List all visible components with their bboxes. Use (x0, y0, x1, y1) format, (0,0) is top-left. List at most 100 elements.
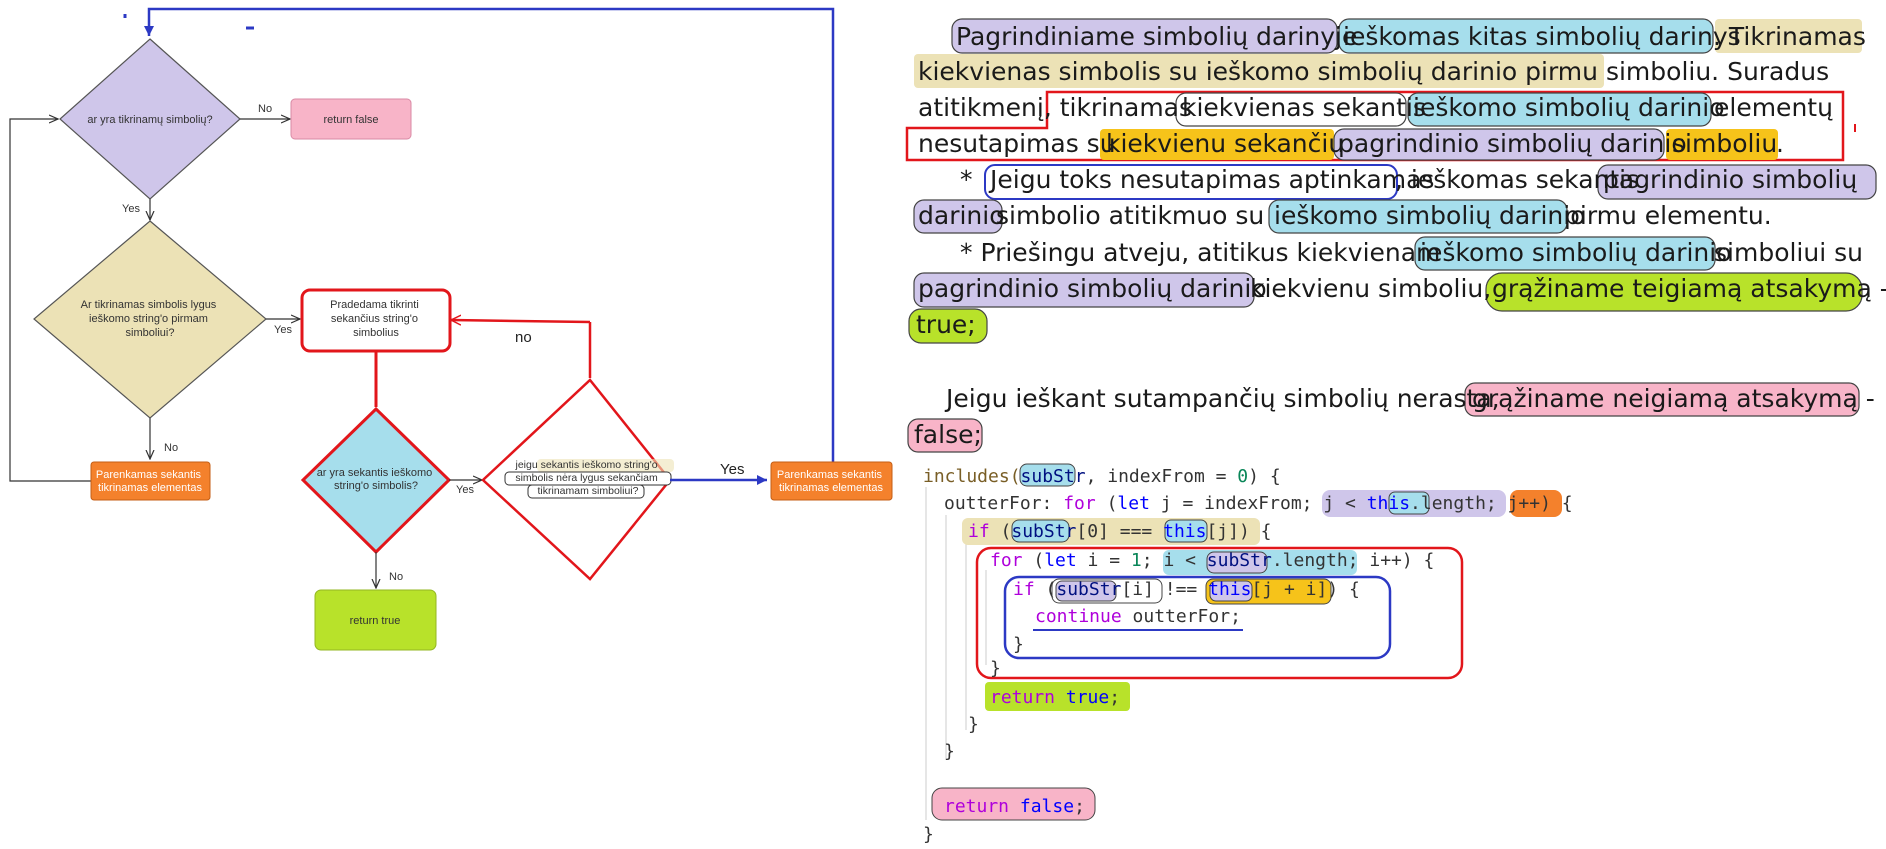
highlight-cyan (1338, 18, 1714, 54)
prose-line: ieškomo simbolių darinio (1274, 201, 1586, 230)
red-outline (975, 546, 1464, 680)
prose-line: ieškomo simbolių darinio (1413, 93, 1725, 122)
code-highlight (1011, 519, 1070, 543)
next-element-box (770, 461, 893, 501)
next-element-box (90, 461, 211, 501)
code-block: includes(subStr, indexFrom = 0) { outter… (923, 463, 1573, 845)
highlight-purple (1597, 164, 1877, 200)
highlight-cyan (1414, 236, 1716, 271)
prose-line: , ieškomas sekantis (1395, 165, 1639, 194)
highlight-gold (1666, 129, 1778, 160)
code-highlight (931, 787, 1096, 821)
prose-line: true; (916, 310, 976, 339)
prose-line: kiekvienas sekantis (1182, 93, 1426, 122)
loop-back-connector (144, 7, 835, 462)
decision-has-next-label: ar yra sekantis ieškomo string'o simboli… (317, 467, 436, 492)
code-highlight (1209, 580, 1253, 602)
code-line: outterFor: for (let j = indexFrom; j < t… (944, 493, 1573, 514)
prose-line: Pagrindiniame simbolių darinyje (956, 22, 1357, 51)
code-highlight (1019, 463, 1076, 487)
highlight-cyan (1268, 199, 1568, 234)
code-highlight (1055, 580, 1117, 602)
prose-line: * (960, 165, 973, 194)
code-highlight (1206, 551, 1268, 574)
prose-line: . Tikrinamas (1713, 22, 1866, 51)
return-true-label: return true (350, 615, 401, 627)
highlight-purple (913, 199, 1003, 234)
prose-line: grąžiname neigiamą atsakymą - (1472, 384, 1875, 413)
code-line: continue outterFor; (1035, 606, 1241, 627)
highlight-tan (914, 54, 1604, 88)
code-line: if (subStr[0] === this[j]) { (968, 521, 1272, 542)
red-connector (451, 320, 591, 322)
prose-line: pagrindinio simbolių darinio (1338, 129, 1687, 158)
code-line: includes(subStr, indexFrom = 0) { (923, 466, 1281, 487)
prose-line: darinio (918, 201, 1005, 230)
code-highlight (1388, 491, 1430, 515)
code-line: for (let i = 1; i < subStr.length; i++) … (990, 550, 1434, 571)
blue-outline (1003, 575, 1392, 660)
decision-has-chars-label: ar yra tikrinamų simbolių? (87, 114, 212, 126)
prose-line: * Priešingu atveju, atitikus kiekvienam (960, 238, 1440, 267)
mismatch-highlight (537, 459, 674, 472)
highlight-pink (907, 418, 983, 453)
code-highlight (1164, 519, 1208, 543)
prose-line: atitikmenį, tikrinamas (918, 93, 1192, 122)
mismatch-highlight (527, 484, 645, 499)
prose-line: elementų (1714, 93, 1833, 122)
code-line: return true; (990, 687, 1120, 708)
red-outline (905, 90, 1845, 162)
prose-line: pirmu elementu. (1564, 201, 1772, 230)
prose-line: ieškomas kitas simbolių darinys (1343, 22, 1741, 51)
prose-line: simboliui su (1714, 238, 1863, 267)
prose-line: kiekvienu sekančiu (1106, 129, 1344, 158)
highlight-purple (1333, 128, 1665, 161)
prose-line: simbolio atitikmuo su (996, 201, 1264, 230)
code-line: } (923, 824, 934, 845)
code-highlight (985, 682, 1130, 711)
code-line: if (subStr[i] !== this[j + i]) { (1013, 579, 1360, 600)
no-label: No (258, 103, 272, 115)
prose-line: false; (914, 420, 982, 449)
start-check-label: Pradedama tikrinti sekančius string'o si… (330, 299, 422, 339)
explanation-prose: Pagrindiniame simbolių darinyje ieškomas… (905, 18, 1886, 453)
prose-line: pagrindinio simbolių darinio (918, 274, 1267, 303)
code-line: } (1013, 634, 1024, 655)
highlight-outline (1175, 92, 1407, 127)
flowchart: ar yra tikrinamų simbolių? No return fal… (9, 7, 893, 651)
next-element-label: Parenkamas sekantis tikrinamas elementas (96, 469, 204, 494)
highlight-gold (1100, 129, 1334, 160)
highlight-tan (1715, 19, 1862, 53)
decision-mismatch-label: jeigu sekantis ieškomo string'o simbolis… (515, 459, 661, 497)
return-true-box (314, 589, 437, 651)
highlight-blue-outline (984, 164, 1398, 200)
highlight-purple (951, 18, 1338, 54)
prose-line: pagrindinio simbolių (1603, 165, 1857, 194)
highlight-green (1485, 272, 1863, 312)
prose-line: Jeigu toks nesutapimas aptinkamas (988, 165, 1434, 194)
yes-label: Yes (456, 484, 474, 496)
return-false-label: return false (323, 114, 378, 126)
yes-label-big: Yes (720, 461, 744, 478)
prose-line: nesutapimas su (918, 129, 1116, 158)
prose-line: kiekvienu simboliu, (1250, 274, 1491, 303)
no-label: No (389, 571, 403, 583)
prose-line: Jeigu ieškant sutampančių simbolių neras… (944, 384, 1500, 413)
highlight-cyan (1407, 92, 1712, 127)
yes-label: Yes (122, 203, 140, 215)
no-label-big: no (515, 329, 532, 346)
no-label: No (164, 442, 178, 454)
left-loop-connector (9, 119, 91, 482)
prose-line: simboliu (1672, 129, 1777, 158)
code-line: } (990, 658, 1001, 679)
decision-first-match-label: Ar tikrinamas simbolis lygus ieškomo str… (81, 299, 220, 339)
prose-line: . (1776, 129, 1784, 158)
return-false-box (290, 98, 412, 140)
highlight-green (908, 308, 988, 344)
prose-line: grąžiname teigiamą atsakymą - (1492, 274, 1886, 303)
next-element-label: Parenkamas sekantis tikrinamas elementas (777, 469, 885, 494)
code-line: return false; (944, 796, 1085, 817)
highlight-pink (1464, 382, 1860, 417)
